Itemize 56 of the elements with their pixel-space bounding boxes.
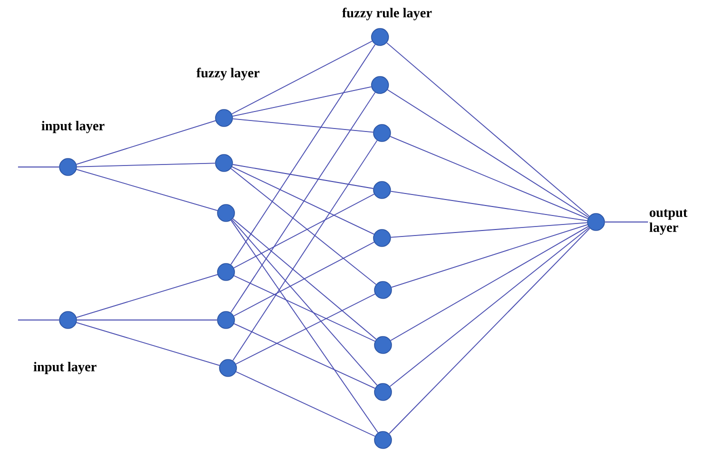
neuron-circle: [371, 28, 389, 46]
connection-line: [230, 220, 378, 434]
connection-line: [236, 371, 376, 437]
connection-line: [76, 274, 218, 318]
connection-line: [387, 89, 589, 218]
connection-line: [233, 242, 375, 316]
neuron-circle: [59, 311, 77, 329]
connection-line: [231, 219, 378, 386]
connection-line: [391, 224, 588, 288]
connection-line: [76, 162, 216, 168]
connection-line: [390, 226, 589, 341]
neuron-circle: [215, 109, 233, 127]
connection-line: [232, 218, 377, 340]
connection-line: [390, 227, 590, 387]
connection-line: [76, 322, 220, 366]
neuron-circle: [371, 76, 389, 94]
connection-line: [388, 228, 590, 434]
neuron-circle: [374, 431, 392, 449]
connection-line: [232, 86, 372, 117]
connection-line: [390, 136, 588, 220]
layer-label: fuzzy rule layer: [342, 8, 432, 20]
connection-line: [76, 120, 216, 165]
neuron-circle: [374, 336, 392, 354]
connection-line: [230, 168, 376, 285]
layer-label: input layer: [42, 120, 104, 134]
neuron-circle: [374, 281, 392, 299]
neuron-circle: [217, 204, 235, 222]
neuron-circle: [373, 124, 391, 142]
layer-label: output layer: [649, 209, 688, 235]
connection-line: [234, 275, 376, 342]
neuron-circle: [215, 154, 233, 172]
connection-line: [18, 166, 60, 168]
connection-line: [386, 42, 590, 217]
connection-line: [231, 40, 373, 114]
connection-line: [233, 194, 375, 268]
connection-line: [230, 44, 376, 265]
connection-line: [230, 92, 376, 313]
neuron-circle: [219, 359, 237, 377]
neuron-circle: [217, 263, 235, 281]
connection-line: [232, 140, 378, 361]
connection-line: [390, 190, 588, 222]
connection-line: [232, 164, 374, 189]
connection-line: [236, 294, 376, 364]
connection-line: [232, 118, 374, 133]
connection-line: [232, 166, 374, 235]
neuron-circle: [59, 158, 77, 176]
layer-label: fuzzy layer: [196, 68, 260, 80]
neuron-circle: [373, 229, 391, 247]
neuron-circle: [587, 213, 605, 231]
neuron-circle: [373, 181, 391, 199]
layer-label: input layer: [34, 362, 96, 374]
connection-line: [234, 323, 376, 389]
neuron-circle: [217, 311, 235, 329]
connection-line: [390, 222, 588, 238]
neuron-circle: [374, 383, 392, 401]
connection-line: [76, 169, 218, 211]
